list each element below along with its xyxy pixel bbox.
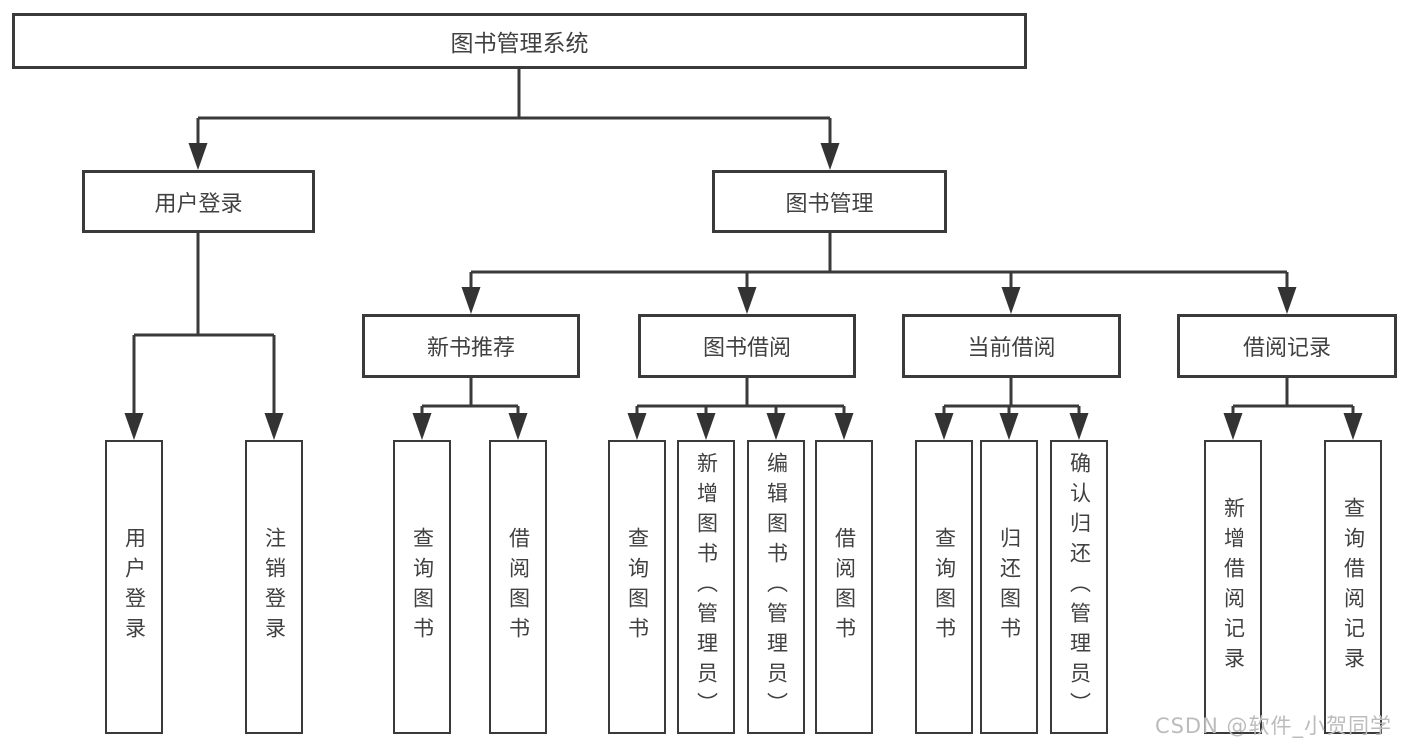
node-book-management: 图书管理 [712, 170, 947, 233]
leaf-add-books-admin: 新增图书（管理员） [677, 440, 735, 734]
node-book-borrowing: 图书借阅 [638, 314, 856, 378]
node-new-book-recommend: 新书推荐 [362, 314, 580, 378]
leaf-borrow-books-recommend: 借阅图书 [489, 440, 547, 734]
arrow-down-icons [124, 143, 1363, 440]
leaf-add-borrow-record: 新增借阅记录 [1204, 440, 1262, 734]
leaf-query-borrow-record: 查询借阅记录 [1324, 440, 1382, 734]
node-borrowing-records: 借阅记录 [1177, 314, 1397, 378]
leaf-query-books-current: 查询图书 [915, 440, 973, 734]
leaf-user-login: 用户登录 [105, 440, 163, 734]
leaf-confirm-return-admin: 确认归还（管理员） [1050, 440, 1108, 734]
csdn-watermark: CSDN @软件_小贺同学 [1154, 714, 1392, 738]
node-user-login: 用户登录 [82, 170, 315, 233]
node-current-borrowing: 当前借阅 [902, 314, 1121, 378]
node-system-title: 图书管理系统 [12, 13, 1027, 69]
leaf-query-books-recommend: 查询图书 [393, 440, 451, 734]
leaf-logout-login: 注销登录 [245, 440, 303, 734]
leaf-query-books-borrowing: 查询图书 [608, 440, 666, 734]
leaf-edit-books-admin: 编辑图书（管理员） [747, 440, 805, 734]
leaf-borrow-books: 借阅图书 [815, 440, 873, 734]
leaf-return-books: 归还图书 [980, 440, 1038, 734]
